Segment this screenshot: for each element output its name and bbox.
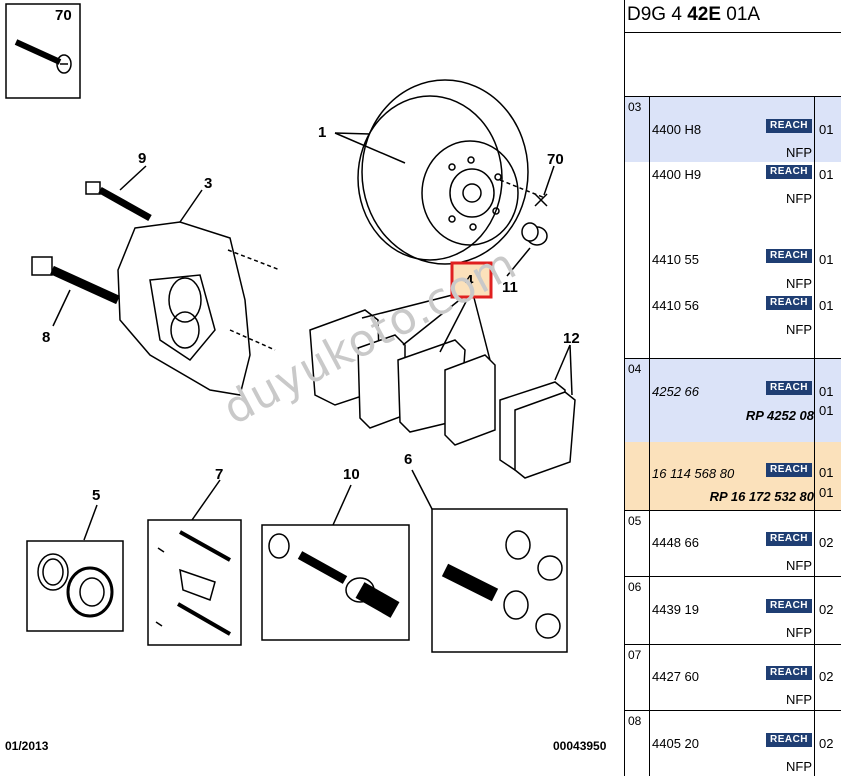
reach-badge: REACH (766, 119, 812, 133)
part-number[interactable]: 16 114 568 80 (652, 466, 735, 481)
screw-box (5, 3, 81, 99)
box-pins-7 (147, 519, 242, 646)
part-number[interactable]: 4410 55 (652, 252, 699, 267)
guide-pins-10 (268, 533, 400, 618)
bolt-8 (31, 256, 120, 305)
reach-badge: REACH (766, 249, 812, 263)
disc-screw-70 (534, 193, 548, 207)
callout-10: 10 (343, 466, 360, 483)
header-divider (625, 32, 841, 33)
reference-code: D9G 4 42E 01A (627, 4, 761, 25)
box-guide-10 (261, 524, 410, 641)
parts-panel: D9G 4 42E 01A 03 4400 H8 REACH 01 NFP 44… (625, 0, 841, 776)
anti-squeal-shims-12 (499, 381, 576, 479)
part-number[interactable]: 4427 60 (652, 669, 699, 684)
bushing-kit-6 (441, 530, 563, 639)
part-row[interactable]: 4400 H9 REACH 01 NFP (625, 162, 841, 242)
part-row[interactable]: 06 4439 19 REACH 02 NFP (625, 576, 841, 644)
part-row[interactable]: 03 4400 H8 REACH 01 NFP (625, 96, 841, 162)
part-row[interactable]: 4410 55 REACH 01 NFP (625, 242, 841, 291)
reach-badge: REACH (766, 381, 812, 395)
reach-badge: REACH (766, 666, 812, 680)
replacement-part[interactable]: RP 4252 08 (745, 408, 814, 423)
part-number[interactable]: 4252 66 (652, 384, 699, 399)
callout-6: 6 (404, 451, 412, 468)
reach-badge: REACH (766, 165, 812, 179)
callout-4: 4 (465, 272, 474, 289)
part-row[interactable]: 4410 56 REACH 01 NFP (625, 290, 841, 358)
part-row[interactable]: 04 4252 66 REACH 01 RP 4252 08 01 (625, 358, 841, 442)
part-number[interactable]: 4439 19 (652, 602, 699, 617)
pad-pins-springs-7 (155, 530, 231, 636)
callout-8: 8 (42, 329, 50, 346)
exploded-diagram: 70 1 70 9 3 4 11 8 12 5 7 10 6 duyukoto.… (5, 0, 625, 776)
callout-11: 11 (502, 279, 518, 296)
callout-7: 7 (215, 466, 223, 483)
part-number[interactable]: 4448 66 (652, 535, 699, 550)
part-number[interactable]: 4400 H9 (652, 167, 702, 182)
piston-seals-5 (37, 553, 114, 618)
callout-1: 1 (318, 124, 326, 141)
brake-diagram-svg: 70 1 70 9 3 4 11 8 12 5 7 10 6 (5, 3, 580, 653)
bolt-9 (85, 181, 152, 222)
reach-badge: REACH (766, 599, 812, 613)
callout-70-a: 70 (55, 7, 72, 24)
reach-badge: REACH (766, 733, 812, 747)
callout-9: 9 (138, 150, 146, 167)
highlight-box-4 (450, 261, 493, 299)
part-row[interactable]: 08 4405 20 REACH 02 NFP (625, 710, 841, 776)
part-number[interactable]: 4410 56 (652, 298, 699, 313)
part-row[interactable]: 07 4427 60 REACH 02 NFP (625, 644, 841, 710)
part-row[interactable]: 05 4448 66 REACH 02 NFP (625, 510, 841, 576)
replacement-part[interactable]: RP 16 172 532 80 (709, 489, 814, 504)
callout-70-b: 70 (547, 151, 564, 168)
part-number[interactable]: 4405 20 (652, 736, 699, 751)
box-kit-6 (431, 508, 568, 653)
reach-badge: REACH (766, 532, 812, 546)
reach-badge: REACH (766, 463, 812, 477)
footer-drawing-number: 00043950 (553, 739, 607, 753)
caliper-3 (117, 221, 281, 396)
part-number[interactable]: 4400 H8 (652, 122, 702, 137)
reach-badge: REACH (766, 296, 812, 310)
box-seals-5 (26, 540, 124, 632)
screw-70 (14, 39, 72, 74)
footer-date: 01/2013 (5, 739, 49, 753)
part-row[interactable]: 16 114 568 80 REACH 01 RP 16 172 532 80 … (625, 442, 841, 510)
brake-pads-4 (309, 309, 496, 446)
callout-5: 5 (92, 487, 100, 504)
brake-disc (357, 79, 546, 265)
callout-12: 12 (563, 330, 580, 347)
guide-bushing-11 (521, 222, 548, 246)
callout-3: 3 (204, 175, 212, 192)
